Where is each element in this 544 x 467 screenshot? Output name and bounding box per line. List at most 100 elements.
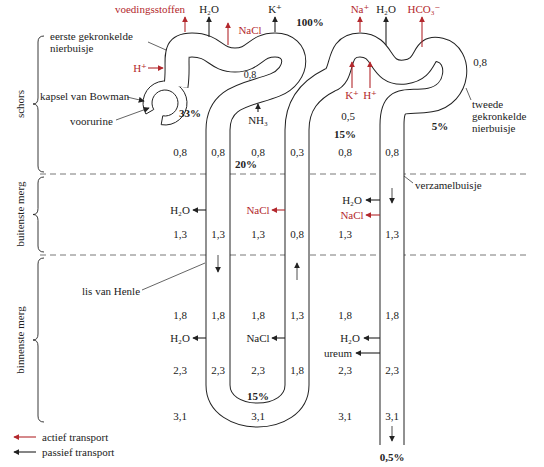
concentration-value: 0,8 xyxy=(473,56,487,68)
concentration-value: 2,3 xyxy=(173,364,187,376)
zone-brace xyxy=(33,177,44,252)
concentration-value: 1,8 xyxy=(173,309,187,321)
active-transport-arrows xyxy=(148,17,422,215)
percentage-label: 15% xyxy=(247,390,269,402)
substance-label: H₂O xyxy=(340,332,360,344)
zone-brace xyxy=(33,258,44,422)
ion-label: K⁺ xyxy=(345,89,359,101)
flow-arrow xyxy=(218,255,219,272)
flow-arrow xyxy=(392,188,393,203)
concentration-value: 1,3 xyxy=(173,228,187,240)
active-arrow xyxy=(369,62,370,88)
passive-arrow xyxy=(193,337,206,338)
concentration-value: 1,3 xyxy=(251,228,265,240)
flow-arrows xyxy=(218,188,392,441)
substance-label: H₂O xyxy=(170,204,190,216)
leader-line xyxy=(116,108,149,120)
passive-transport-arrows xyxy=(193,17,386,353)
concentration-value: 1,8 xyxy=(338,309,352,321)
concentration-value: 3,1 xyxy=(338,410,352,422)
passive-arrow xyxy=(385,17,386,45)
active-arrow xyxy=(272,209,285,210)
legend-label: passief transport xyxy=(42,446,114,458)
ion-label: HCO₃⁻ xyxy=(408,3,441,15)
concentration-value: 1,8 xyxy=(211,309,225,321)
part-label: eerste gekronkelde nierbuisje xyxy=(50,30,148,54)
concentration-value: 0,5 xyxy=(341,110,355,122)
substance-label: NaCl xyxy=(340,209,363,221)
ion-label: Na⁺ xyxy=(351,3,370,15)
part-label: verzamelbuisje xyxy=(415,179,482,191)
active-arrow xyxy=(359,17,360,32)
passive-arrow xyxy=(366,199,380,200)
concentration-value: 3,1 xyxy=(251,410,265,422)
concentration-value: 0,8 xyxy=(385,146,399,158)
legend-label: actief transport xyxy=(42,431,108,443)
active-arrow xyxy=(148,67,163,68)
legend-sample xyxy=(14,436,36,437)
concentration-value: 1,3 xyxy=(385,228,399,240)
part-label: lis van Henle xyxy=(82,285,140,297)
leader-line xyxy=(127,97,144,101)
substance-label: NH₃ xyxy=(248,114,268,126)
passive-arrow xyxy=(193,209,206,210)
active-arrow xyxy=(421,17,422,47)
percentage-label: 100% xyxy=(296,16,324,28)
concentration-value: 1,3 xyxy=(211,228,225,240)
active-arrow xyxy=(227,23,228,45)
concentration-value: 3,1 xyxy=(173,410,187,422)
concentration-value: 1,3 xyxy=(338,228,352,240)
part-label: kapsel van Bowman xyxy=(40,90,129,102)
ion-label: H⁺ xyxy=(363,89,377,101)
percentage-label: 5% xyxy=(432,120,449,132)
zone-label: binnenste merg xyxy=(14,306,26,373)
concentration-value: 0,8 xyxy=(251,146,265,158)
substance-label: H₂O xyxy=(199,3,219,15)
concentration-value: 2,3 xyxy=(211,364,225,376)
concentration-value: 0,8 xyxy=(244,69,257,80)
concentration-value: 2,3 xyxy=(338,364,352,376)
active-arrow xyxy=(351,62,352,88)
substance-label: H₂O xyxy=(342,194,362,206)
flow-arrow xyxy=(392,426,393,441)
zone-label: schors xyxy=(14,90,26,118)
leader-line xyxy=(466,88,471,100)
concentration-value: 1,3 xyxy=(290,309,304,321)
active-arrow xyxy=(184,17,185,32)
zone-label: buitenste merg xyxy=(14,182,26,247)
passive-arrow xyxy=(257,104,258,112)
substance-label: NaCl xyxy=(246,204,269,216)
part-label: tweede gekronkelde nierbuisje xyxy=(472,98,534,134)
concentration-value: 1,8 xyxy=(251,309,265,321)
substance-label: H₂O xyxy=(376,3,396,15)
percentage-label: 15% xyxy=(334,128,356,140)
leader-line xyxy=(142,263,205,290)
passive-arrow xyxy=(274,17,275,32)
percentage-label: 20% xyxy=(235,158,257,170)
substance-label: NaCl xyxy=(238,24,261,36)
concentration-value: 1,8 xyxy=(385,309,399,321)
percentage-label: 0,5% xyxy=(380,451,405,463)
concentration-value: 2,3 xyxy=(385,364,399,376)
ion-label: K⁺ xyxy=(268,3,282,15)
substance-label: NaCl xyxy=(246,332,269,344)
concentration-value: 0,8 xyxy=(290,228,304,240)
concentration-value: 0,8 xyxy=(211,146,225,158)
part-label: voorurine xyxy=(70,115,113,127)
concentration-value: 0,8 xyxy=(338,146,352,158)
substance-label: voedingsstoffen xyxy=(115,3,185,15)
active-arrow xyxy=(366,214,380,215)
concentration-value: 1,8 xyxy=(290,364,304,376)
concentration-value: 2,3 xyxy=(251,364,265,376)
passive-arrow xyxy=(208,17,209,37)
substance-label: H₂O xyxy=(170,332,190,344)
zone-brace xyxy=(33,36,44,172)
percentage-label: 33% xyxy=(179,107,201,119)
passive-arrow xyxy=(364,337,380,338)
tubule-wall xyxy=(176,45,455,445)
tubule-lumen xyxy=(176,45,455,446)
passive-arrow xyxy=(356,352,380,353)
ion-label: H⁺ xyxy=(133,62,147,74)
